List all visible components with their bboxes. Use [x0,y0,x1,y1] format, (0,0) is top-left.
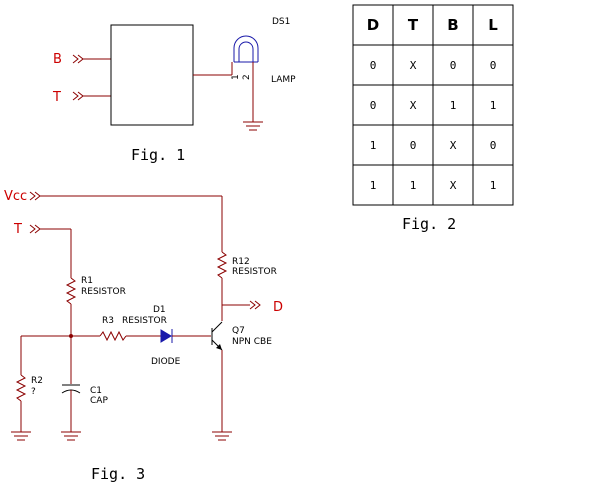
c1-ref: C1 [90,386,102,396]
table-cell: 0 [450,59,457,72]
fig3-transistor-circuit: Vcc R12 RESISTOR D T R1 RESISTOR R3 RESI… [4,189,283,483]
table-cell: 0 [410,139,417,152]
r12-resistor-icon [216,251,228,279]
fig1-ground-icon [243,121,263,131]
lamp-icon [233,35,259,63]
fig3-caption: Fig. 3 [91,465,145,483]
table-cell: 1 [450,99,457,112]
table-header-cell: D [367,16,379,34]
lamp-label: LAMP [271,75,296,85]
r3-resistor-icon [99,330,127,342]
c1-label: CAP [90,396,108,406]
r12-label: RESISTOR [232,267,277,277]
r2-ref: R2 [31,376,43,386]
ground-icon-r2 [11,431,31,441]
r12-ref: R12 [232,257,250,267]
output-d-label: D [273,300,283,315]
table-cell: X [450,139,457,152]
table-cell: 1 [370,179,377,192]
output-d-port-icon [249,300,261,310]
q7-ref: Q7 [232,326,245,336]
npn-transistor-icon [211,321,223,351]
table-cell: 0 [490,139,497,152]
lamp-ref: DS1 [272,17,290,27]
junction-dot [69,334,73,338]
d1-ref: D1 [153,305,166,315]
table-header-cell: B [447,16,458,34]
table-cell: X [410,99,417,112]
r1-resistor-icon [65,277,77,305]
table-cell: X [410,59,417,72]
r3-ref: R3 [102,316,114,326]
table-cell: 0 [490,59,497,72]
table-cell: 0 [370,99,377,112]
fig3-input-t-label: T [13,222,22,237]
lamp-pin1: 1 [231,74,241,80]
ground-icon-c1 [61,431,81,441]
r1-label: RESISTOR [81,287,126,297]
q7-label: NPN CBE [232,337,272,347]
fig1-input-b-label: B [53,52,62,67]
table-header-cell: T [408,16,419,34]
table-header-cell: L [488,16,498,34]
r2-label: ? [31,387,36,397]
lamp-pin2: 2 [242,74,252,80]
fig1-logic-circuit: B T DS1 1 2 LAMP Fig. 1 [52,17,296,164]
fig1-logic-block [110,24,194,126]
table-cell: 1 [370,139,377,152]
table-cell: 1 [410,179,417,192]
table-cell: 1 [490,99,497,112]
table-cell: 0 [370,59,377,72]
fig1-input-b-port-icon [72,54,84,64]
fig3-input-t-port-icon [29,224,41,234]
r3-label: RESISTOR [122,316,167,326]
d1-label: DIODE [151,357,181,367]
fig2-caption: Fig. 2 [402,215,456,233]
fig1-input-t-port-icon [72,91,84,101]
fig1-input-t-label: T [52,90,61,105]
r2-resistor-icon [15,374,27,402]
r1-ref: R1 [81,276,93,286]
table-cell: 1 [490,179,497,192]
ground-icon-q7 [212,431,232,441]
truth-table-grid [353,5,513,205]
vcc-label: Vcc [4,189,27,204]
diode-icon [160,329,173,343]
table-cell: X [450,179,457,192]
vcc-port-icon [29,191,41,201]
fig1-caption: Fig. 1 [131,146,185,164]
